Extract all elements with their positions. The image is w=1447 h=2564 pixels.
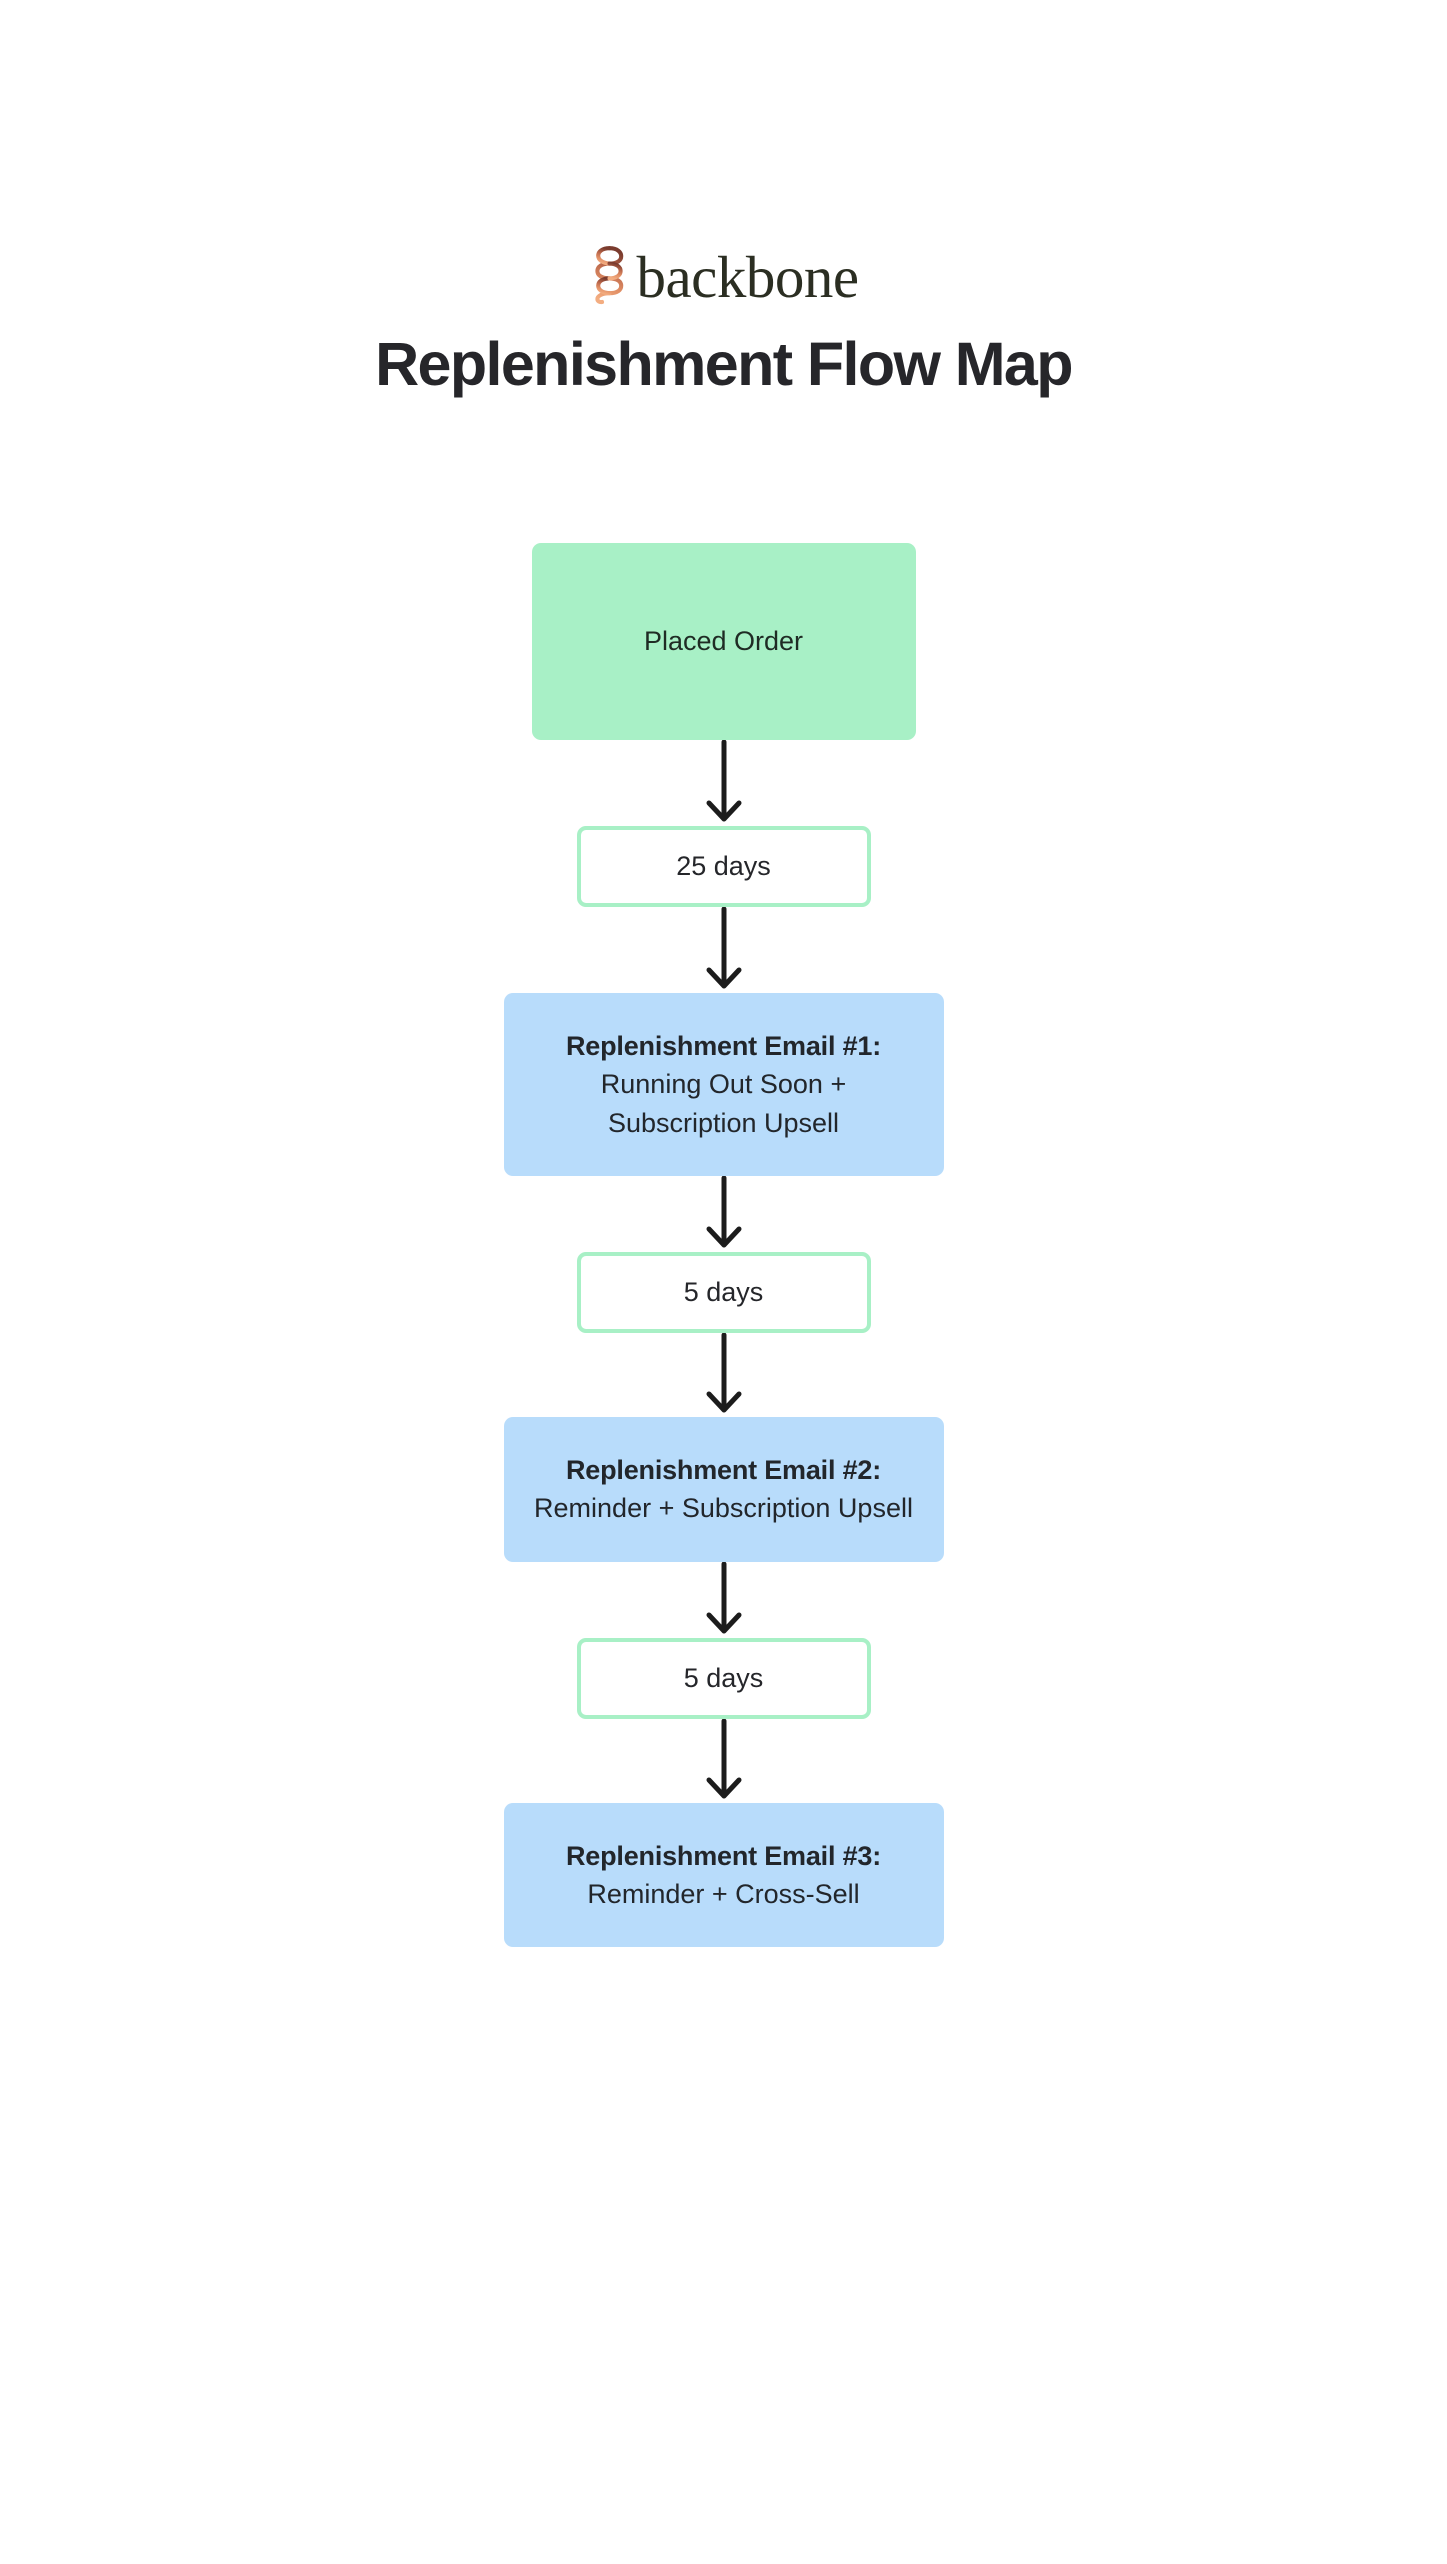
node-title: Replenishment Email #1: xyxy=(566,1031,881,1061)
brand-wordmark: backbone xyxy=(636,243,859,310)
flow-node-delay-5-days-2[interactable]: 5 days xyxy=(576,1637,871,1719)
node-body: Running Out Soon + Subscription Upsell xyxy=(600,1069,847,1138)
flow-node-replenishment-email-1[interactable]: Replenishment Email #1: Running Out Soon… xyxy=(503,993,944,1176)
node-title: Replenishment Email #2: xyxy=(566,1454,881,1485)
down-arrow-icon xyxy=(702,740,746,826)
flow-node-replenishment-email-2[interactable]: Replenishment Email #2: Reminder + Subsc… xyxy=(503,1416,944,1562)
node-body: Reminder + Cross-Sell xyxy=(587,1878,860,1909)
down-arrow-icon xyxy=(702,907,746,993)
brand-lockup: backbone xyxy=(0,243,1447,307)
flow-node-placed-order[interactable]: Placed Order xyxy=(531,543,916,740)
backbone-spine-logo-icon xyxy=(588,245,630,305)
node-label: 25 days xyxy=(676,850,771,881)
down-arrow-icon xyxy=(702,1718,746,1803)
down-arrow-icon xyxy=(702,1332,746,1417)
flow-node-delay-5-days-1[interactable]: 5 days xyxy=(576,1251,871,1333)
replenishment-flow: Placed Order 25 days Replenishment Email… xyxy=(0,543,1447,1948)
node-body: Reminder + Subscription Upsell xyxy=(534,1493,913,1524)
page-title: Replenishment Flow Map xyxy=(375,330,1073,398)
node-label: 5 days xyxy=(683,1662,764,1693)
node-label: 5 days xyxy=(683,1276,764,1307)
down-arrow-icon xyxy=(702,1561,746,1638)
page-header: backbone Replenishment Flow Map xyxy=(0,0,1447,398)
flow-node-replenishment-email-3[interactable]: Replenishment Email #3: Reminder + Cross… xyxy=(503,1802,944,1948)
node-label: Placed Order xyxy=(643,626,804,657)
down-arrow-icon xyxy=(702,1175,746,1252)
flow-node-delay-25-days[interactable]: 25 days xyxy=(576,826,871,907)
node-title: Replenishment Email #3: xyxy=(566,1840,881,1871)
